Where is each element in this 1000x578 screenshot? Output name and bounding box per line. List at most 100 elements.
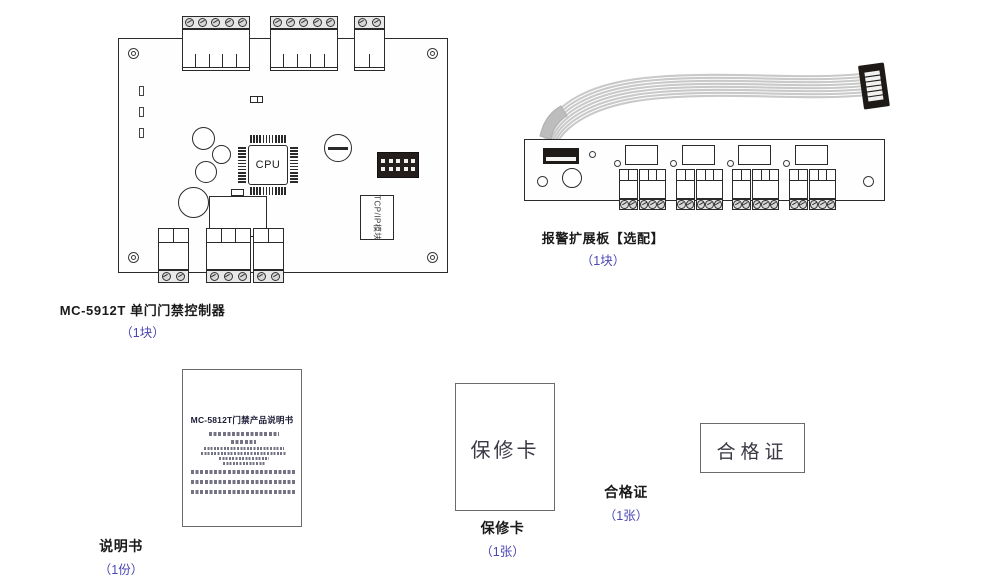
terminal-screws xyxy=(182,16,250,29)
terminal-block-bottom-1 xyxy=(158,228,189,283)
mounting-hole xyxy=(128,252,139,263)
terminal-screws xyxy=(354,16,385,29)
cpu-label: CPU xyxy=(248,145,288,185)
terminal-body xyxy=(619,169,638,199)
terminal-body xyxy=(354,29,385,71)
controller-caption-qty: （1块） xyxy=(120,326,165,340)
manual-text-line xyxy=(191,480,295,484)
idc-socket xyxy=(543,148,579,164)
certificate-caption-qty: （1张） xyxy=(603,509,649,523)
expansion-terminal-2pin xyxy=(732,169,751,211)
relay-module xyxy=(625,145,658,165)
terminal-body xyxy=(206,228,251,270)
expansion-terminal-3pin xyxy=(752,169,779,211)
capacitor xyxy=(212,145,231,164)
terminal-body xyxy=(732,169,751,199)
expansion-terminal-3pin xyxy=(809,169,836,211)
expansion-caption-title: 报警扩展板【选配】 xyxy=(541,231,665,246)
potentiometer xyxy=(324,134,352,162)
warranty-caption-qty: （1张） xyxy=(480,545,525,559)
expansion-caption: 报警扩展板【选配】 （1块） xyxy=(0,228,1000,269)
header-row xyxy=(381,166,415,171)
pin-header-connector xyxy=(377,152,419,178)
mounting-hole xyxy=(863,176,874,187)
certificate-caption: 合格证 （1张） xyxy=(0,482,1000,524)
terminal-body xyxy=(270,29,338,71)
warranty-caption-title: 保修卡 xyxy=(480,520,525,536)
terminal-screws xyxy=(270,16,338,29)
terminal-screws xyxy=(789,199,808,210)
terminal-slots xyxy=(753,170,779,181)
cpu-pins-left xyxy=(238,147,246,183)
smd-component xyxy=(231,189,244,196)
manual-text-line xyxy=(209,432,279,436)
certificate-face-text: 合格证 xyxy=(716,442,789,463)
warranty-card: 保修卡 xyxy=(455,383,555,511)
manual-caption: 说明书 （1份） xyxy=(0,536,1000,578)
terminal-screws xyxy=(676,199,695,210)
manual-text-line xyxy=(191,490,295,494)
expansion-terminal-2pin xyxy=(789,169,808,211)
terminal-slots xyxy=(677,170,694,181)
capacitor xyxy=(192,127,215,150)
terminal-body xyxy=(696,169,723,199)
manual-cover-title: MC-5812T门禁产品说明书 xyxy=(190,415,294,425)
cpu-pins-right xyxy=(290,147,298,183)
mounting-hole xyxy=(427,48,438,59)
manual-text-line xyxy=(231,440,256,444)
expansion-terminal-2pin xyxy=(619,169,638,211)
header-row xyxy=(381,159,415,164)
expansion-terminal-3pin xyxy=(639,169,666,211)
test-point xyxy=(589,151,596,158)
terminal-body xyxy=(253,228,284,270)
expansion-terminal-2pin xyxy=(676,169,695,211)
terminal-body xyxy=(676,169,695,199)
test-point xyxy=(614,160,621,167)
manual-document: MC-5812T门禁产品说明书 xyxy=(182,369,302,527)
tcpip-module: TCP/IP模块 xyxy=(360,195,394,240)
terminal-slots xyxy=(207,229,251,243)
terminal-body xyxy=(789,169,808,199)
manual-text-line xyxy=(204,447,284,450)
terminal-screws xyxy=(253,270,284,283)
terminal-screws xyxy=(619,199,638,210)
terminal-screws xyxy=(639,199,666,210)
terminal-slots xyxy=(183,54,250,68)
test-point xyxy=(783,160,790,167)
relay-module xyxy=(682,145,715,165)
manual-text-line xyxy=(219,457,269,460)
warranty-card-face-text: 保修卡 xyxy=(470,440,540,462)
terminal-body xyxy=(809,169,836,199)
manual-text-line xyxy=(201,452,287,455)
terminal-slots xyxy=(271,54,338,68)
mounting-hole xyxy=(427,252,438,263)
terminal-slots xyxy=(733,170,750,181)
cpu-pins-top xyxy=(250,135,286,143)
expansion-terminal-3pin xyxy=(696,169,723,211)
relay-module xyxy=(795,145,828,165)
manual-caption-qty: （1份） xyxy=(98,563,144,577)
led-indicator xyxy=(139,128,144,138)
terminal-screws xyxy=(158,270,189,283)
test-point xyxy=(727,160,734,167)
terminal-slots xyxy=(640,170,666,181)
ribbon-cable xyxy=(539,62,890,160)
terminal-slots xyxy=(254,229,283,243)
certificate-caption-title: 合格证 xyxy=(604,484,648,500)
cpu-pins-bottom xyxy=(250,187,286,195)
terminal-body xyxy=(158,228,189,270)
test-point xyxy=(670,160,677,167)
terminal-block-top-3 xyxy=(354,16,385,71)
terminal-screws xyxy=(752,199,779,210)
terminal-slots xyxy=(790,170,807,181)
certificate-card: 合格证 xyxy=(700,423,805,473)
controller-caption-title: MC-5912T 单门门禁控制器 xyxy=(59,303,226,318)
led-indicator xyxy=(139,86,144,96)
manual-text-line xyxy=(191,470,295,474)
expansion-caption-qty: （1块） xyxy=(580,254,626,268)
terminal-block-bottom-3 xyxy=(253,228,284,283)
terminal-body xyxy=(639,169,666,199)
terminal-block-bottom-2 xyxy=(206,228,251,283)
capacitor-large xyxy=(178,187,209,218)
